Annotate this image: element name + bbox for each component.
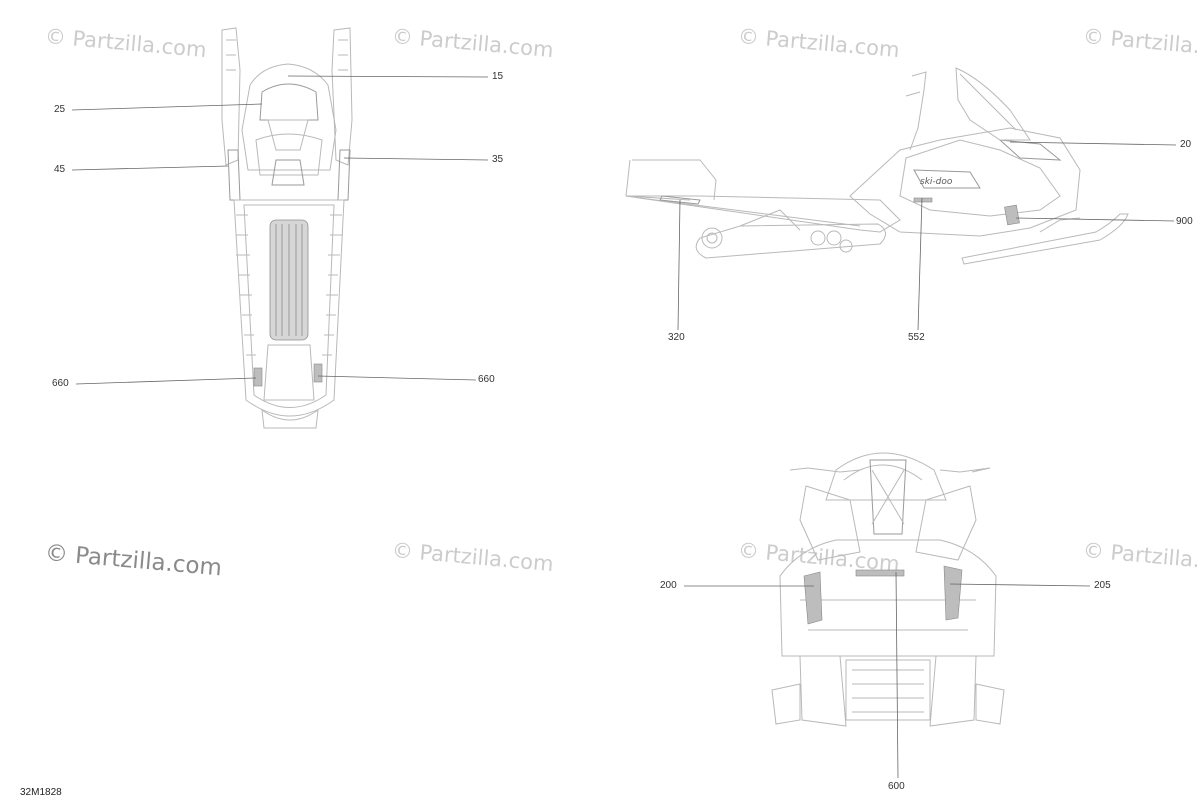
callout-top-35: 35 — [492, 154, 504, 165]
callout-side-320: 320 — [668, 332, 685, 343]
side-view-snowmobile: ski-doo — [625, 67, 1129, 265]
callout-top-660-right: 660 — [478, 374, 495, 385]
callout-rear-205: 205 — [1094, 580, 1111, 591]
leader-lines — [71, 75, 1177, 779]
callout-rear-200: 200 — [660, 580, 677, 591]
diagram-code: 32M1828 — [20, 787, 62, 798]
side-logo: ski-doo — [920, 177, 953, 187]
callout-top-15: 15 — [492, 71, 504, 82]
callout-side-552: 552 — [908, 332, 925, 343]
callout-side-900: 900 — [1176, 216, 1193, 227]
callout-top-25: 25 — [54, 104, 66, 115]
rear-view-snowmobile — [771, 452, 1005, 727]
callout-top-660-left: 660 — [52, 378, 69, 389]
callout-top-45: 45 — [54, 164, 66, 175]
callout-side-20: 20 — [1180, 139, 1192, 150]
callout-rear-600: 600 — [888, 781, 905, 792]
top-view-snowmobile — [221, 27, 353, 429]
